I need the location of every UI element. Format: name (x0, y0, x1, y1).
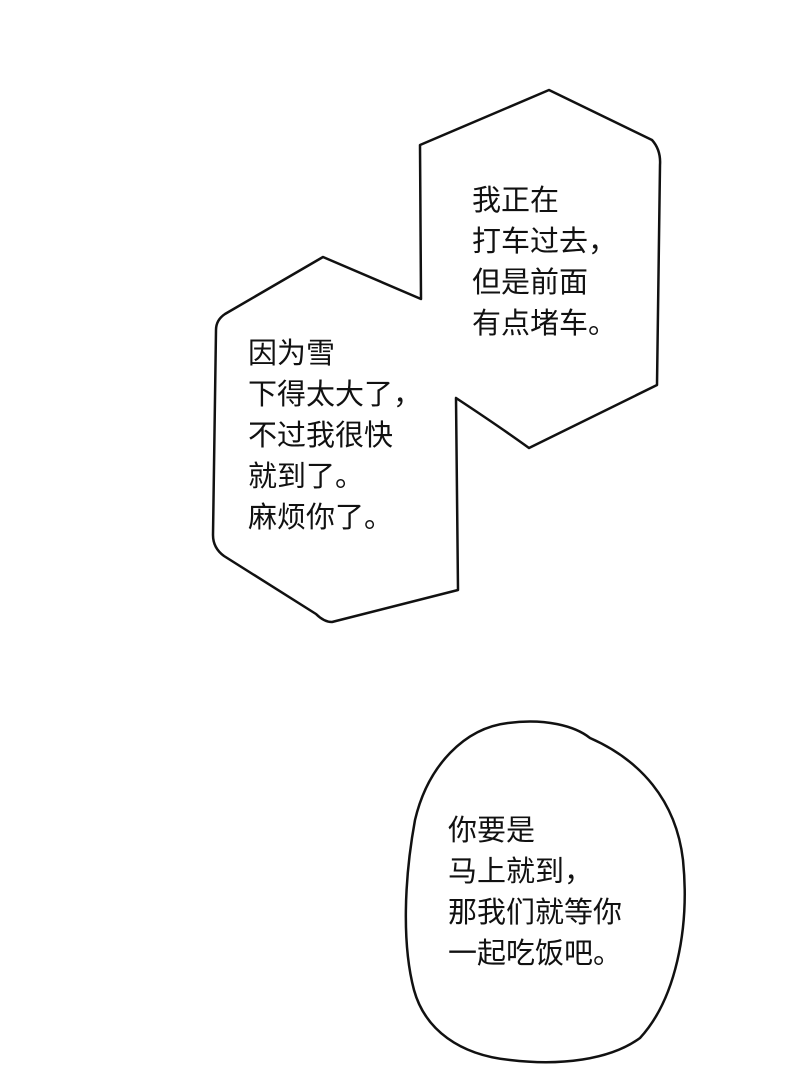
oval-speech-bubble (404, 720, 686, 1064)
bubble-line: 下得太大了， (248, 377, 423, 411)
bubble-line: 你要是 (448, 813, 536, 847)
snow-bubble-text: 因为雪 下得太大了， 不过我很快 就到了。 麻烦你了。 (248, 333, 422, 538)
bubble-line: 有点堵车。 (472, 306, 618, 340)
bubble-line: 因为雪 (248, 336, 336, 370)
bubble-line: 就到了。 (248, 459, 365, 493)
hexagon-speech-bubble-pair (211, 88, 662, 624)
bubble-line: 我正在 (472, 183, 560, 217)
bubble-line: 马上就到， (448, 854, 594, 888)
bubble-line: 麻烦你了。 (248, 500, 394, 534)
bubble-line: 但是前面 (472, 265, 589, 299)
bubble-line: 不过我很快 (248, 418, 394, 452)
bubble-line: 那我们就等你 (448, 895, 623, 929)
bubble-line: 打车过去， (472, 224, 618, 258)
taxi-bubble-text: 我正在 打车过去， 但是前面 有点堵车。 (472, 180, 617, 344)
dinner-bubble-text: 你要是 马上就到， 那我们就等你 一起吃饭吧。 (448, 810, 622, 974)
bubble-line: 一起吃饭吧。 (448, 936, 623, 970)
